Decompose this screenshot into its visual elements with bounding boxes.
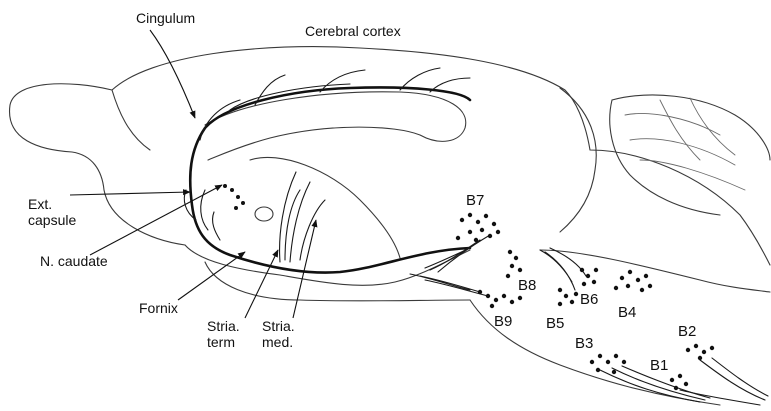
label-b5: B5: [546, 316, 564, 332]
b6-cells: [580, 268, 598, 286]
cingulum-leader: [150, 30, 195, 118]
label-b3: B3: [575, 336, 593, 352]
label-stria-med-line2: med.: [262, 334, 295, 350]
b7-projection-fibers: [425, 235, 490, 272]
pons-outline: [540, 250, 770, 292]
ventral-outline: [185, 245, 470, 285]
b3-cells: [590, 354, 626, 374]
cortex-outline: [112, 47, 770, 265]
label-b6: B6: [580, 292, 598, 308]
cingulum-fibers: [200, 68, 470, 140]
label-cerebral-cortex: Cerebral cortex: [305, 23, 401, 39]
label-stria-med-line1: Stria.: [262, 318, 295, 334]
frontal-pole-outline: [112, 90, 150, 150]
label-b4: B4: [618, 305, 636, 321]
label-b9: B9: [494, 314, 512, 330]
label-b1: B1: [650, 358, 668, 374]
cerebellum-folia-1: [610, 100, 720, 215]
label-stria-med: Stria. med.: [262, 318, 295, 350]
b5-b6-fibers: [540, 248, 586, 290]
label-stria-term: Stria. term: [207, 318, 240, 350]
label-stria-term-line1: Stria.: [207, 318, 240, 334]
label-cingulum: Cingulum: [136, 10, 195, 26]
label-b7: B7: [466, 193, 484, 209]
caudate-terminals: [223, 184, 245, 210]
b2-cells: [686, 344, 714, 360]
anterior-commissure: [255, 207, 273, 221]
label-ext-capsule-line1: Ext.: [28, 196, 76, 212]
label-b8: B8: [518, 278, 536, 294]
label-n-caudate: N. caudate: [40, 253, 108, 269]
label-fornix: Fornix: [139, 300, 178, 316]
b1-cells: [670, 374, 688, 390]
stria-med-leader: [293, 220, 316, 318]
b5-cells: [558, 288, 578, 306]
b8-cells: [506, 250, 522, 278]
fornix-leader: [178, 252, 245, 300]
b9-projection-fibers: [410, 274, 488, 296]
b9-cells: [478, 290, 522, 308]
cerebellum-folia-2: [625, 114, 745, 190]
stria-fibers: [280, 172, 325, 262]
b1-b2-fibers: [680, 358, 768, 405]
label-stria-term-line2: term: [207, 334, 240, 350]
ext-capsule-leader: [70, 192, 190, 195]
label-b2: B2: [678, 324, 696, 340]
label-ext-capsule-line2: capsule: [28, 212, 76, 228]
b4-cells: [614, 270, 652, 292]
fornix-outline: [250, 157, 400, 258]
label-ext-capsule: Ext. capsule: [28, 196, 76, 228]
cerebellum-folia-3: [660, 98, 735, 160]
cortex-fibers-lower: [184, 190, 220, 240]
main-fiber-tract: [190, 88, 470, 273]
b7-cells: [456, 213, 500, 242]
